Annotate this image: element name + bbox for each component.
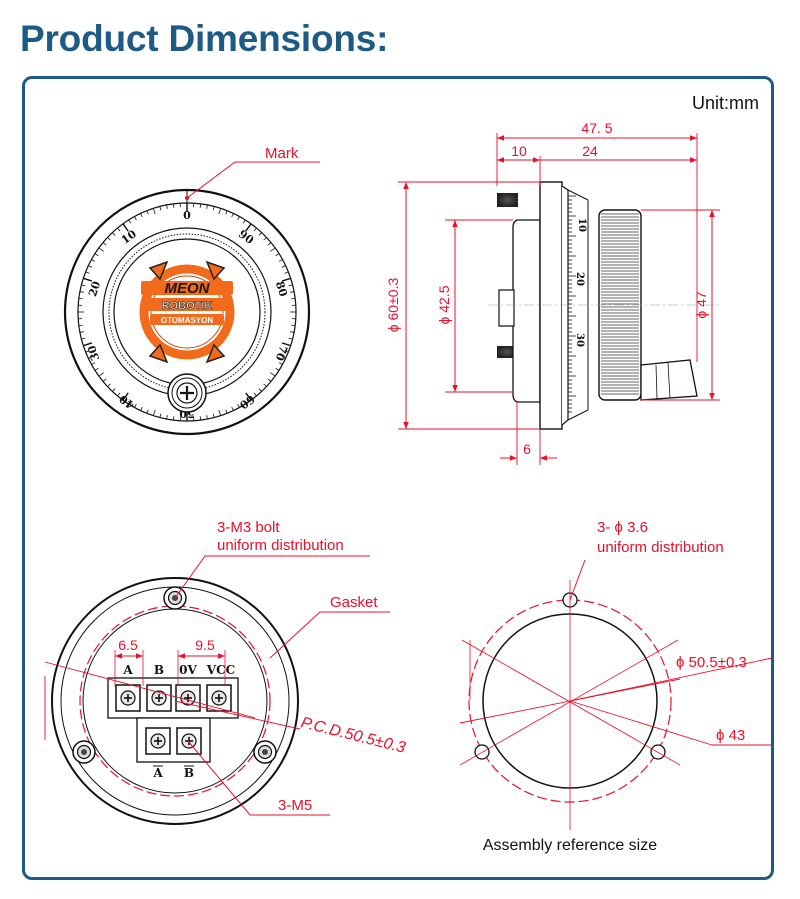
terminal-label-vcc: VCC: [206, 663, 235, 677]
side-scale-30: 30: [574, 333, 585, 347]
side-scale-ticks: [568, 195, 576, 413]
dim-flange: 10: [511, 143, 527, 159]
stud-top: [497, 193, 518, 207]
dim-boss-depth: 6: [523, 441, 531, 457]
dim-pitch-a: 6.5: [118, 637, 138, 653]
dial-number-80: 80: [273, 280, 290, 299]
dim-knob-diameter: ϕ 47: [693, 291, 709, 319]
terminal-label-b: B: [154, 663, 164, 677]
logo-line-3: OTOMASYON: [161, 316, 214, 325]
dim-pitch-b: 9.5: [195, 637, 215, 653]
dimensions-panel: Unit:mm: [22, 76, 774, 880]
cutout-dim: ϕ 43: [716, 727, 745, 744]
dial-knurl-ring: [108, 233, 266, 391]
handle-screw: [167, 373, 207, 413]
logo-line-1: MEON: [165, 280, 211, 297]
dim-body-diameter: ϕ 60±0.3: [385, 278, 401, 333]
page-title: Product Dimensions:: [20, 18, 389, 59]
dial-number-70: 70: [273, 344, 290, 363]
front-view: 0 10 20 30 40 50 60 70 80 90 MEON ROBOTI…: [63, 145, 320, 436]
side-scale-20: 20: [574, 272, 585, 286]
assembly-view: 3- ϕ 3.6 uniform distribution ϕ 50.5±0.3…: [459, 519, 773, 854]
bolt-note-line-2: uniform distribution: [217, 537, 344, 554]
back-view: A B 0V VCC A B 6.5 9.5 P.C.D.50.5±0.3 3-…: [44, 519, 407, 825]
mark-label: Mark: [265, 145, 299, 162]
dial-ticks: [78, 203, 296, 421]
unit-label: Unit:mm: [692, 93, 759, 113]
dim-overall-length: 47. 5: [581, 120, 612, 136]
hole-note-line-2: uniform distribution: [597, 539, 724, 556]
gasket-circle: [79, 605, 271, 797]
terminal-block: [107, 677, 239, 763]
terminal-label-a-bar: A: [152, 766, 163, 780]
dial-number-0: 0: [183, 209, 191, 222]
terminal-label-0v: 0V: [179, 663, 197, 677]
rear-boss: [512, 219, 541, 403]
meon-logo: MEON ROBOTIK OTOMASYON: [139, 260, 235, 364]
terminal-labels: A B 0V VCC A B: [122, 663, 235, 780]
assembly-caption: Assembly reference size: [483, 837, 657, 854]
dial-number-30: 30: [85, 343, 102, 362]
dial-number-20: 20: [86, 279, 103, 298]
bolt-circle-dim: ϕ 50.5±0.3: [676, 654, 747, 671]
side-view: 10 20 30 47. 5 10 24 ϕ 60±0.3 ϕ 42.5: [385, 120, 720, 465]
connector-block: [498, 289, 515, 327]
dim-knob-length: 24: [582, 143, 598, 159]
terminal-label-b-bar: B: [184, 766, 194, 780]
side-scale-10: 10: [576, 218, 587, 232]
knob-knurling: [601, 213, 639, 395]
screw-label: 3-M5: [278, 797, 312, 814]
hole-note-line-1: 3- ϕ 3.6: [597, 519, 648, 536]
body-flange: [539, 181, 563, 430]
pcd-label: P.C.D.50.5±0.3: [299, 714, 407, 756]
terminal-label-a: A: [122, 663, 133, 677]
gasket-label: Gasket: [330, 594, 378, 611]
logo-line-2: ROBOTIK: [162, 300, 213, 312]
dim-boss-diameter: ϕ 42.5: [436, 285, 452, 324]
stud-bottom: [497, 346, 517, 358]
bolt-note-line-1: 3-M3 bolt: [217, 519, 280, 536]
